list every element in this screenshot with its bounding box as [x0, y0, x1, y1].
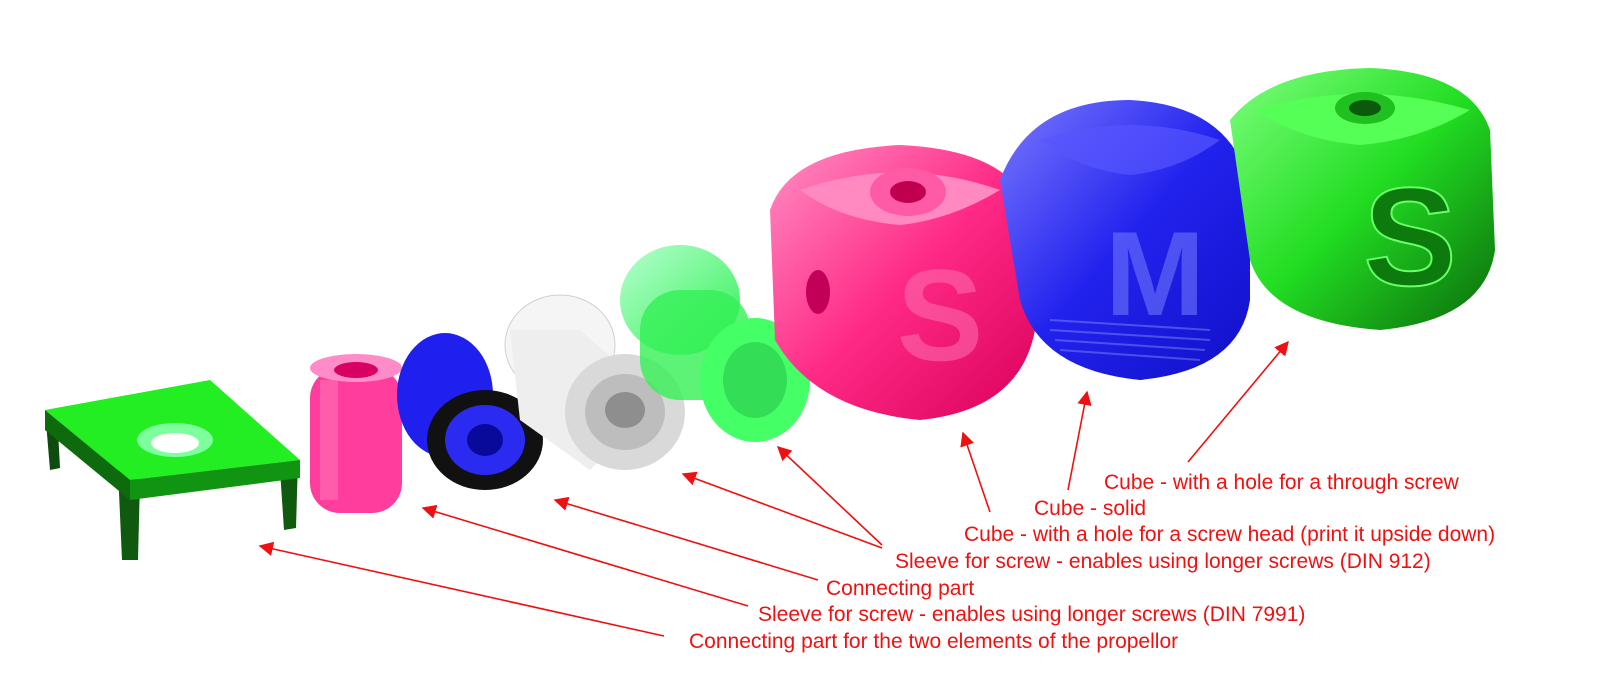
green-sleeve-part — [620, 245, 810, 442]
label-cube-through-screw: Cube - with a hole for a through screw — [1104, 471, 1459, 494]
arrow-screw-head-cube — [960, 431, 991, 513]
blue-cube-letter: M — [1105, 207, 1205, 341]
label-cube-screw-head: Cube - with a hole for a screw head (pri… — [964, 523, 1496, 546]
arrow-din7991-sleeve — [421, 504, 749, 607]
pink-cube-letter: S — [897, 242, 984, 388]
arrow-din912-to-white-sleeve — [681, 471, 883, 549]
pink-cube-part: S — [770, 145, 1035, 420]
blue-connecting-part — [397, 333, 543, 490]
label-sleeve-din912: Sleeve for screw - enables using longer … — [895, 550, 1431, 573]
arrow-propellor-connector — [258, 541, 665, 637]
arrow-connecting-part — [553, 496, 819, 581]
label-connecting-part: Connecting part — [826, 577, 975, 600]
label-cube-solid: Cube - solid — [1034, 497, 1147, 520]
square-connector-part — [45, 380, 300, 560]
arrow-din912-to-green-sleeve — [776, 446, 883, 546]
green-cube-letter: S — [1363, 158, 1456, 315]
arrow-through-screw-cube — [1187, 340, 1289, 463]
blue-cube-part: M — [1000, 100, 1250, 380]
label-propellor-connector: Connecting part for the two elements of … — [689, 630, 1179, 653]
label-sleeve-din7991: Sleeve for screw - enables using longer … — [758, 603, 1306, 626]
arrow-solid-cube — [1067, 390, 1092, 491]
annotation-arrows — [258, 340, 1289, 637]
white-sleeve-part — [504, 294, 685, 470]
pink-sleeve-part — [310, 354, 402, 513]
green-cube-part: S — [1230, 68, 1495, 330]
